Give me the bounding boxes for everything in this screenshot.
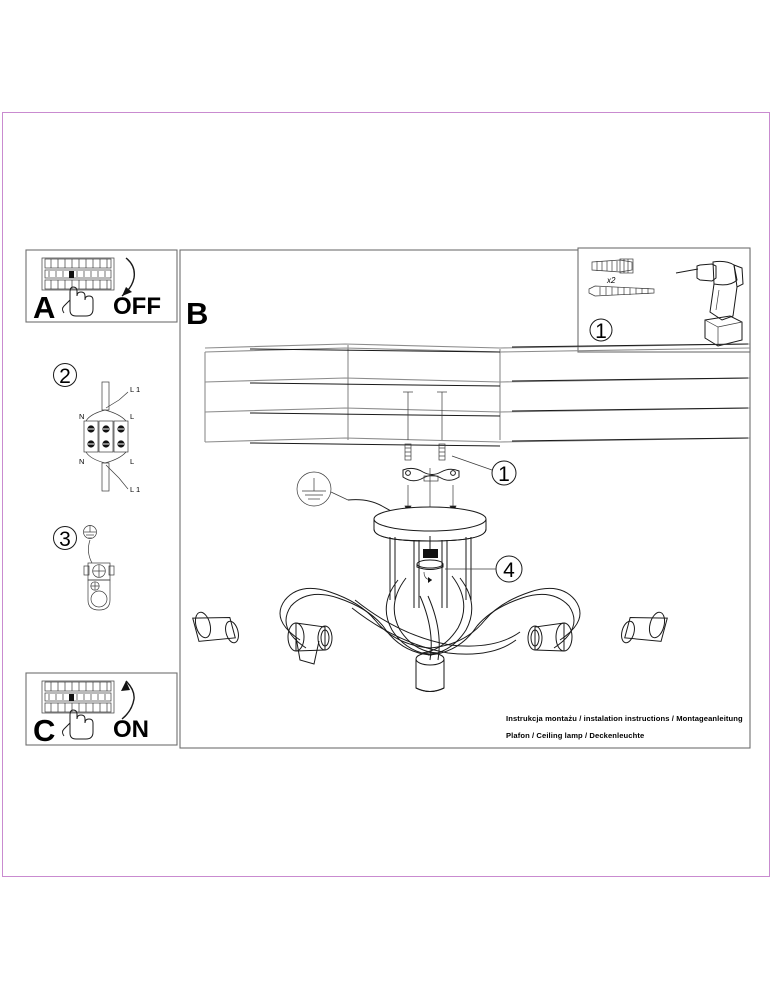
earth-terminal-bracket-icon <box>83 562 115 611</box>
ceiling-lamp: 4 <box>192 471 668 692</box>
callout-1-number: 1 <box>498 463 510 486</box>
panel-a-letter: A <box>33 290 55 325</box>
page-border <box>2 112 770 877</box>
panel-c-letter: C <box>33 713 55 748</box>
mounting-bracket <box>402 467 460 482</box>
footer-line-2: Plafon / Ceiling lamp / Deckenleuchte <box>506 731 644 740</box>
panel-a-action-label: OFF <box>113 293 161 320</box>
hand-icon <box>62 286 94 317</box>
panel-c-box <box>25 672 178 746</box>
terminal-label-n-bottom: N <box>79 457 84 466</box>
lamp-shade-bottom <box>415 652 445 692</box>
panel-tools: x2 1 <box>577 247 751 353</box>
ceiling-illustration <box>204 343 751 447</box>
panel-a-box <box>25 249 178 323</box>
terminal-block-icon <box>83 420 129 453</box>
panel-c-action-label: ON <box>113 716 149 743</box>
canopy-fixing-nut <box>416 536 444 583</box>
lamp-arms <box>279 575 581 661</box>
terminal-label-n-top: N <box>79 412 84 421</box>
screw-icon <box>588 285 655 297</box>
conductor-label-l1-bottom: L 1 <box>130 485 140 494</box>
lamp-earth-symbol <box>296 471 349 507</box>
panel-power-off: A OFF <box>25 249 178 325</box>
lamp-canopy <box>373 506 487 542</box>
power-drill-icon <box>675 260 744 347</box>
wall-plug-icon <box>591 258 634 274</box>
cable-top <box>101 381 110 411</box>
panel-wiring: 2 <box>53 363 140 494</box>
lamp-shade-left-outer <box>192 611 239 644</box>
tools-quantity-label: x2 <box>606 276 616 285</box>
wiring-step-callout: 2 <box>53 363 77 388</box>
tools-step-number: 1 <box>595 320 607 343</box>
install-frame <box>179 249 751 749</box>
callout-4: 4 <box>445 555 523 583</box>
lamp-shade-left-mid <box>295 636 320 665</box>
circuit-breaker-panel-icon <box>41 257 115 291</box>
terminal-label-l-bottom: L <box>130 457 134 466</box>
arrow-down-icon <box>121 257 136 297</box>
lamp-rods <box>389 537 472 608</box>
earth-step-callout: 3 <box>53 526 77 551</box>
lamp-shade-right-outer <box>621 611 668 644</box>
circuit-breaker-panel-icon-on <box>41 680 115 714</box>
panel-b-letter: B <box>186 296 208 331</box>
footer-caption: Instrukcja montażu / instalation instruc… <box>506 714 743 740</box>
wiring-step-number: 2 <box>59 365 71 388</box>
protective-earth-icon <box>83 525 97 539</box>
lamp-socket-left <box>287 622 333 652</box>
panel-power-on: C ON <box>25 672 178 748</box>
hand-icon-on <box>62 709 94 740</box>
callout-1: 1 <box>451 455 517 486</box>
tools-step-callout: 1 <box>589 318 613 343</box>
wall-plugs-in-ceiling <box>403 391 447 461</box>
tools-panel-box <box>577 247 751 353</box>
earth-step-number: 3 <box>59 528 71 551</box>
arrow-up-icon <box>121 680 135 720</box>
conductor-label-l1-top: L 1 <box>130 385 140 394</box>
panel-earth: 3 <box>53 525 115 611</box>
lamp-socket-right <box>527 622 573 652</box>
callout-4-number: 4 <box>503 559 515 582</box>
terminal-label-l-top: L <box>130 412 134 421</box>
footer-line-1: Instrukcja montażu / instalation instruc… <box>506 714 743 723</box>
